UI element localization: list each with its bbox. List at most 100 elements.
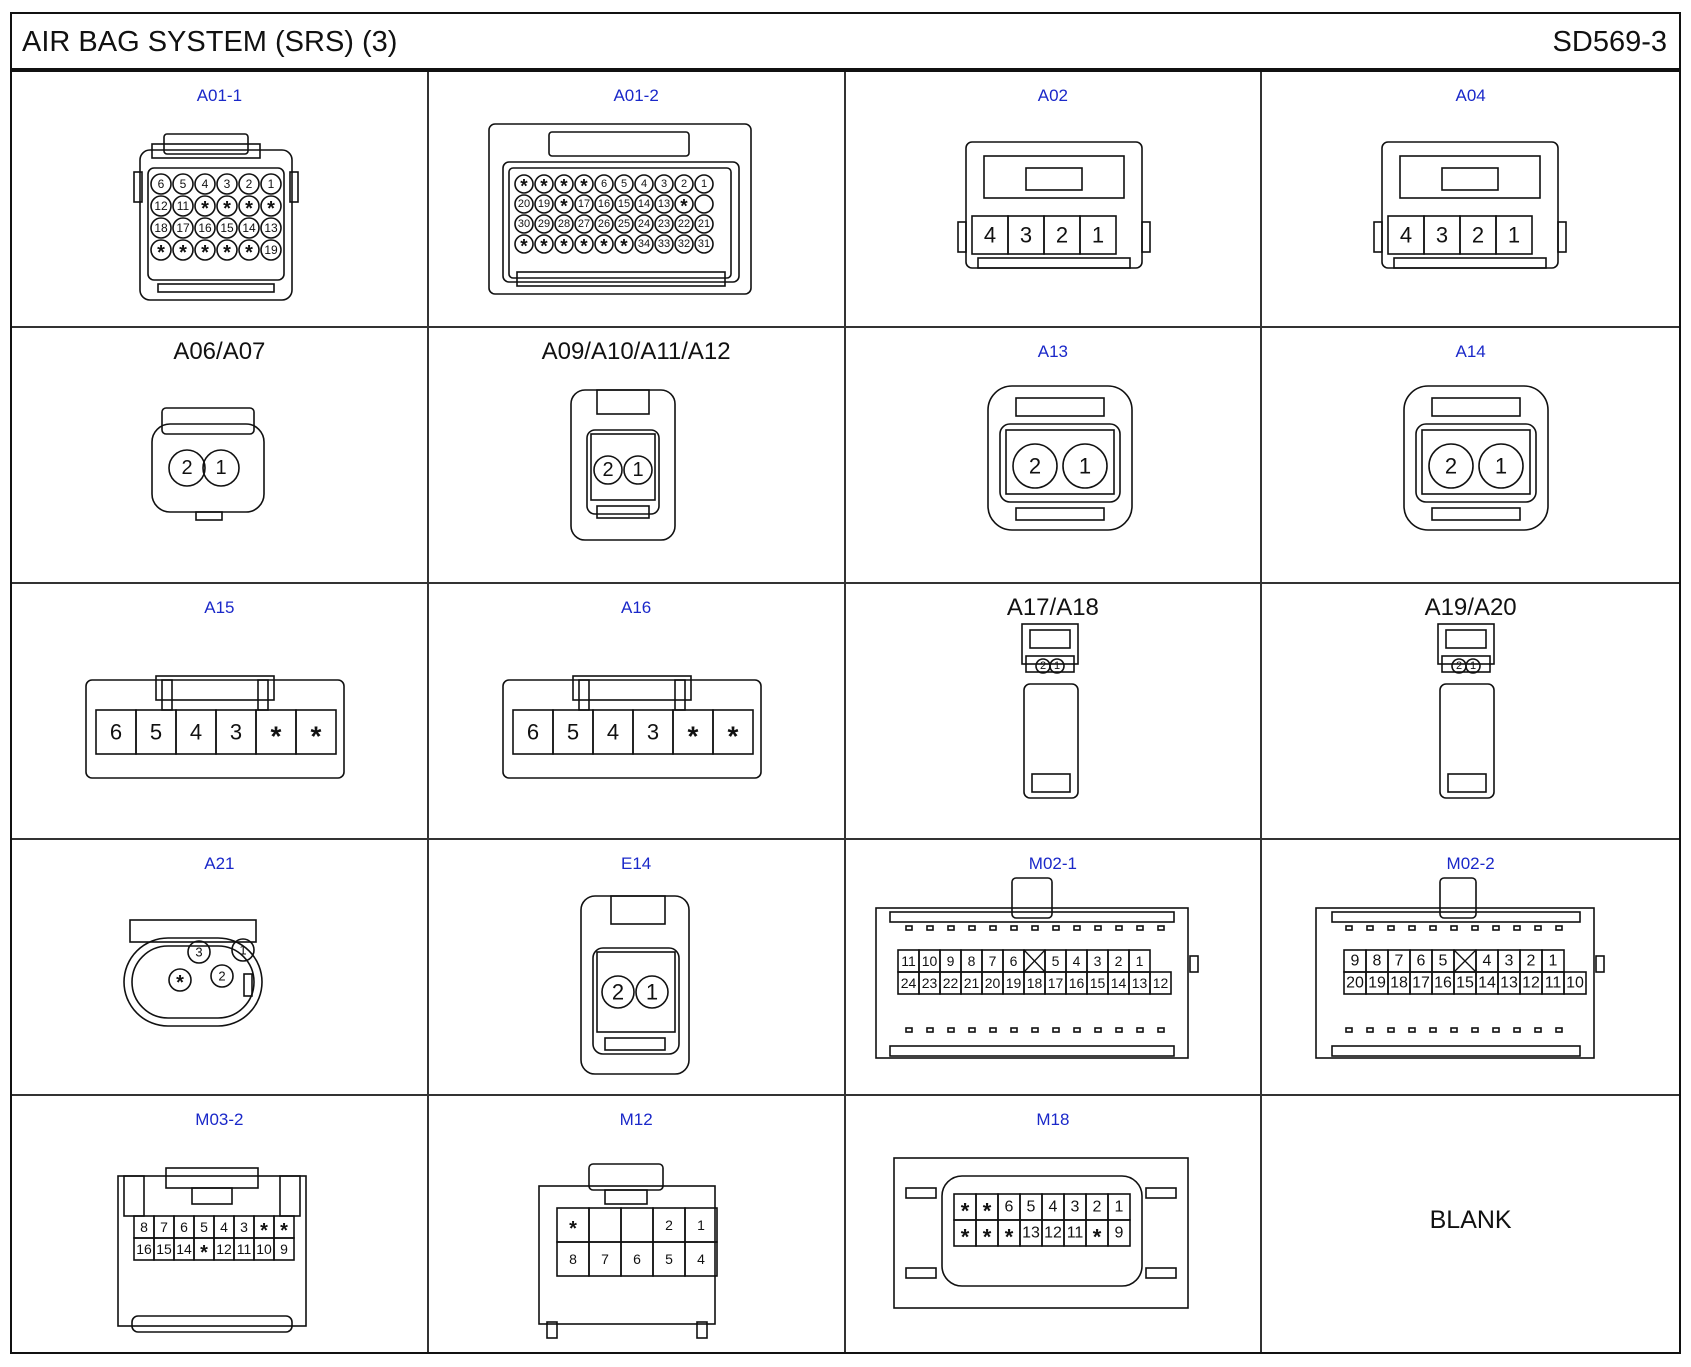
pin-8: 8 — [1373, 953, 1382, 970]
pin-5: 5 — [1439, 953, 1448, 970]
pin-34: 34 — [638, 238, 650, 250]
pin-3: 3 — [1070, 1199, 1079, 1216]
pin-unused: * — [560, 197, 568, 218]
pin-unused: * — [280, 1220, 288, 1242]
pin-6: 6 — [527, 720, 539, 745]
pin-2: 2 — [681, 178, 687, 190]
pin-9: 9 — [1114, 1225, 1123, 1242]
pin-unused: * — [223, 198, 231, 220]
pin-22: 22 — [942, 975, 958, 991]
pin-2: 2 — [1456, 660, 1462, 672]
pin-28: 28 — [558, 218, 570, 230]
pin-13: 13 — [1022, 1225, 1040, 1242]
pin-25: 25 — [618, 218, 630, 230]
pin-12: 12 — [216, 1241, 232, 1257]
pin-unused: * — [982, 1225, 991, 1250]
pin-2: 2 — [181, 457, 192, 479]
pin-unused: * — [687, 721, 698, 752]
pin-5: 5 — [567, 720, 579, 745]
pin-unused: * — [311, 721, 322, 752]
pin-11: 11 — [237, 1241, 252, 1257]
pin-14: 14 — [176, 1241, 192, 1257]
pin-19: 19 — [1005, 975, 1021, 991]
pin-12: 12 — [154, 199, 168, 213]
pin-21: 21 — [963, 975, 979, 991]
pin-7: 7 — [1395, 953, 1404, 970]
pin-5: 5 — [200, 1219, 208, 1235]
pin-4: 4 — [607, 720, 619, 745]
pin-10: 10 — [256, 1241, 272, 1257]
pin-unused: * — [1092, 1225, 1101, 1250]
pin-14: 14 — [1478, 975, 1496, 992]
pin-unused: * — [1004, 1225, 1013, 1250]
pin-unused: * — [540, 177, 548, 198]
pin-12: 12 — [1152, 975, 1168, 991]
pin-30: 30 — [518, 218, 530, 230]
pin-1: 1 — [701, 178, 707, 190]
pin-26: 26 — [598, 218, 610, 230]
pin-8: 8 — [140, 1219, 148, 1235]
pin-unused: * — [569, 1218, 577, 1240]
pin-unused: * — [620, 237, 628, 258]
connector-label: M02-2 — [1446, 854, 1495, 873]
pin-1: 1 — [632, 459, 643, 481]
pin-15: 15 — [220, 221, 234, 235]
connector-label: M03-2 — [195, 1110, 244, 1129]
pin-6: 6 — [601, 178, 607, 190]
pin-unused: * — [960, 1225, 969, 1250]
pin-6: 6 — [633, 1251, 641, 1267]
pin-16: 16 — [1434, 975, 1452, 992]
pin-6: 6 — [180, 1219, 188, 1235]
pin-15: 15 — [1089, 975, 1105, 991]
pin-17: 17 — [578, 198, 590, 210]
pin-19: 19 — [1368, 975, 1386, 992]
pin-24: 24 — [900, 975, 916, 991]
pin-4: 4 — [190, 720, 202, 745]
pin-16: 16 — [198, 221, 212, 235]
pin-4: 4 — [1072, 953, 1080, 969]
pin-17: 17 — [176, 221, 190, 235]
pin-unused: * — [223, 242, 231, 264]
pin-13: 13 — [658, 198, 670, 210]
pin-4: 4 — [983, 223, 995, 248]
connector-label: A09/A10/A11/A12 — [541, 338, 731, 365]
pin-32: 32 — [678, 238, 690, 250]
pin-3: 3 — [240, 1219, 248, 1235]
sheet-title: AIR BAG SYSTEM (SRS) (3) — [22, 26, 398, 58]
pin-12: 12 — [1522, 975, 1540, 992]
sheet-header: AIR BAG SYSTEM (SRS) (3) SD569-3 — [12, 14, 1679, 72]
pin-22: 22 — [678, 218, 690, 230]
pin-unused: * — [560, 237, 568, 258]
pin-8: 8 — [569, 1251, 577, 1267]
pin-18: 18 — [1026, 975, 1042, 991]
pin-5: 5 — [665, 1251, 673, 1267]
pin-3: 3 — [195, 945, 202, 960]
pin-unused: * — [157, 242, 165, 264]
pin-16: 16 — [136, 1241, 152, 1257]
pin-15: 15 — [156, 1241, 172, 1257]
pin-7: 7 — [601, 1251, 609, 1267]
pin-7: 7 — [160, 1219, 168, 1235]
connector-label: A17/A18 — [1006, 594, 1099, 621]
pin-15: 15 — [618, 198, 630, 210]
pin-11: 11 — [177, 199, 190, 213]
pin-17: 17 — [1047, 975, 1063, 991]
connector-label: E14 — [621, 854, 652, 873]
